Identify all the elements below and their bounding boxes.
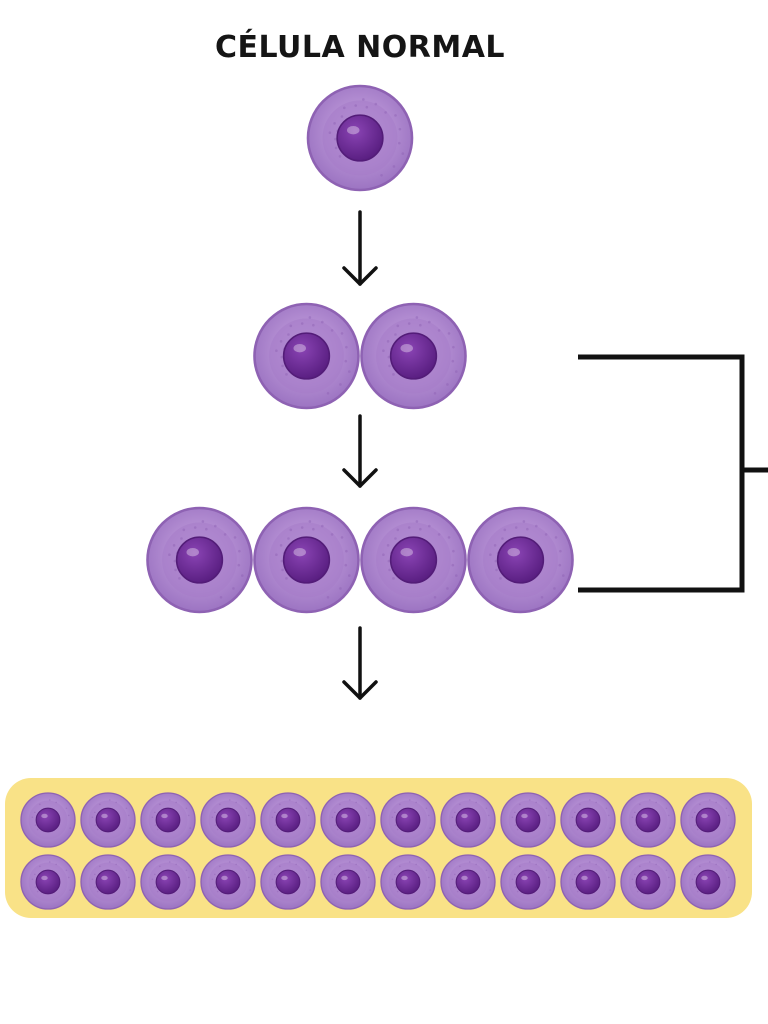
nucleus bbox=[35, 869, 61, 895]
down-arrow-icon bbox=[342, 210, 378, 286]
tissue-cell bbox=[200, 854, 256, 910]
tissue-cell bbox=[320, 854, 376, 910]
nucleus bbox=[395, 869, 421, 895]
tissue-cell bbox=[260, 854, 316, 910]
tissue-cell bbox=[20, 854, 76, 910]
cell bbox=[360, 302, 467, 410]
down-arrow-icon bbox=[342, 626, 378, 700]
nucleus bbox=[155, 869, 181, 895]
tissue-cell bbox=[380, 792, 436, 848]
nucleus bbox=[335, 807, 361, 833]
nucleus bbox=[695, 869, 721, 895]
tissue-cell bbox=[320, 792, 376, 848]
nucleus bbox=[496, 536, 545, 584]
tissue-cell bbox=[380, 854, 436, 910]
stage-3 bbox=[146, 506, 574, 614]
nucleus bbox=[455, 807, 481, 833]
nucleus bbox=[389, 332, 438, 380]
nucleus bbox=[95, 807, 121, 833]
cell bbox=[306, 84, 414, 192]
tissue-cell bbox=[80, 792, 136, 848]
nucleus bbox=[335, 869, 361, 895]
nucleus bbox=[155, 807, 181, 833]
nucleus bbox=[395, 807, 421, 833]
nucleus bbox=[35, 807, 61, 833]
tissue-row bbox=[20, 792, 736, 848]
tissue-cell bbox=[680, 792, 736, 848]
tissue-cell bbox=[680, 854, 736, 910]
tissue-cell bbox=[560, 792, 616, 848]
nucleus bbox=[635, 807, 661, 833]
nucleus bbox=[455, 869, 481, 895]
nucleus bbox=[215, 869, 241, 895]
tissue-cell bbox=[440, 792, 496, 848]
tissue-row bbox=[20, 854, 736, 910]
tissue-cell bbox=[260, 792, 316, 848]
tissue-cell bbox=[440, 854, 496, 910]
nucleus bbox=[275, 869, 301, 895]
stage-1 bbox=[306, 84, 414, 192]
tissue-cell bbox=[500, 792, 556, 848]
stage-2 bbox=[253, 302, 467, 410]
nucleus bbox=[635, 869, 661, 895]
tissue-cell bbox=[20, 792, 76, 848]
cell bbox=[253, 302, 360, 410]
nucleus bbox=[575, 807, 601, 833]
nucleus bbox=[575, 869, 601, 895]
nucleus bbox=[515, 807, 541, 833]
cell bbox=[253, 506, 360, 614]
nucleus bbox=[175, 536, 224, 584]
nucleus bbox=[389, 536, 438, 584]
nucleus bbox=[282, 332, 331, 380]
cell bbox=[467, 506, 574, 614]
tissue-cell bbox=[140, 854, 196, 910]
tissue-mass bbox=[5, 778, 752, 918]
bracket-icon bbox=[578, 354, 768, 593]
down-arrow-icon bbox=[342, 414, 378, 488]
nucleus bbox=[695, 807, 721, 833]
tissue-cell bbox=[200, 792, 256, 848]
nucleus bbox=[336, 114, 384, 162]
nucleus bbox=[282, 536, 331, 584]
tissue-cell bbox=[80, 854, 136, 910]
tissue-cell bbox=[140, 792, 196, 848]
tissue-cell bbox=[500, 854, 556, 910]
tissue-cell bbox=[620, 854, 676, 910]
cell bbox=[146, 506, 253, 614]
nucleus bbox=[215, 807, 241, 833]
tissue-cell bbox=[620, 792, 676, 848]
nucleus bbox=[95, 869, 121, 895]
diagram-title: CÉLULA NORMAL bbox=[214, 30, 506, 65]
cell bbox=[360, 506, 467, 614]
tissue-cell bbox=[560, 854, 616, 910]
nucleus bbox=[515, 869, 541, 895]
nucleus bbox=[275, 807, 301, 833]
